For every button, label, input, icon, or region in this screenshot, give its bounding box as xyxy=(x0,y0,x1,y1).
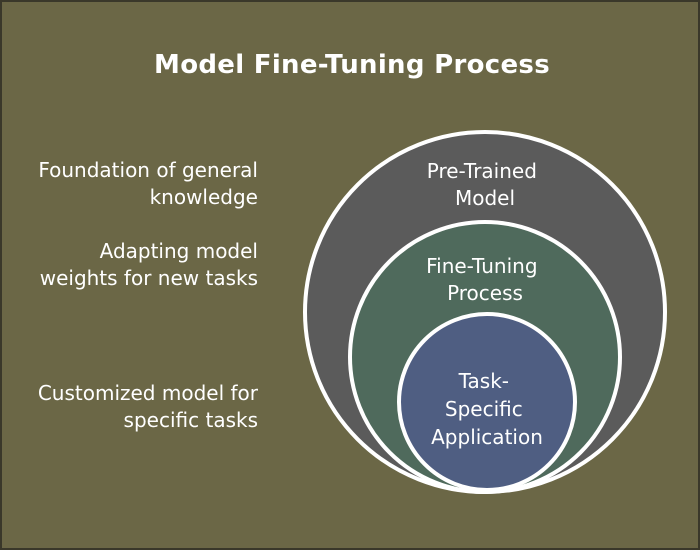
task-specific-label: Task- Specific Application xyxy=(431,369,543,449)
description-task-specific: Customized model for specific tasks xyxy=(37,381,258,432)
description-pretrained: Foundation of general knowledge xyxy=(38,158,258,209)
diagram-title: Model Fine-Tuning Process xyxy=(154,50,550,80)
description-finetuning: Adapting model weights for new tasks xyxy=(39,239,258,290)
task-specific-circle xyxy=(397,312,577,492)
finetuning-process-label: Fine-Tuning Process xyxy=(426,254,544,305)
pretrained-model-label: Pre-Trained Model xyxy=(427,159,544,210)
